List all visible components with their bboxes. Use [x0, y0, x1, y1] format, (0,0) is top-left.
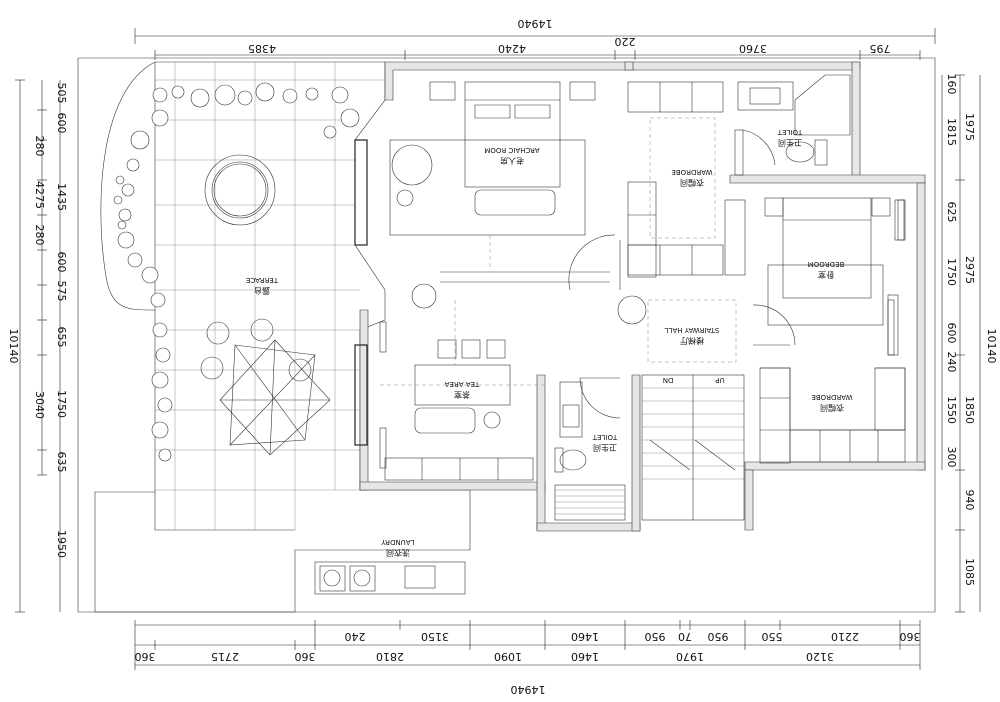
bottom2-dim-4: 950	[645, 630, 666, 643]
wardrobe-top	[627, 81, 746, 278]
archaic-room-label-cn: 老人房	[500, 156, 524, 166]
right-inner-dim-4: 1750	[945, 258, 958, 286]
wardrobe-right	[759, 367, 906, 464]
stairway-hall-label-cn: 楼梯厅	[680, 336, 704, 346]
terrace-label-en: TERRACE	[246, 276, 279, 284]
bottom-dim-8: 3120	[806, 650, 834, 663]
bottom2-dim-2: 3150	[421, 630, 449, 643]
right-inner-dim-5: 600	[945, 323, 958, 344]
right-mid-dim-5: 1085	[963, 558, 976, 586]
bedroom-label-en: BEDROOM	[808, 260, 845, 268]
left-mid-dim-1: 280	[33, 136, 46, 157]
right-dimensions: 10140 1975 2975 1850 940 1085 160 1815 6…	[941, 74, 998, 613]
right-total-dim: 10140	[985, 329, 998, 364]
bottom2-dim-6: 950	[708, 630, 729, 643]
round-table	[204, 154, 276, 226]
left-mid-dim-3: 280	[33, 225, 46, 246]
top-dim-1: 4385	[248, 42, 276, 55]
left-inner-dim-7: 1750	[55, 390, 68, 418]
laundry-label-cn: 洗衣间	[386, 548, 410, 558]
right-inner-dim-1: 160	[945, 74, 958, 95]
bottom-dim-3: 360	[295, 650, 316, 663]
left-mid-dim-4: 3040	[33, 391, 46, 419]
toilet-top-label-cn: 卫生间	[778, 138, 802, 148]
bottom-dimensions: 360 2715 360 2810 1090 1460 1970 3120 36…	[135, 620, 921, 696]
bottom-dim-9: 360	[900, 630, 921, 643]
toilet-mid	[554, 377, 626, 521]
left-inner-dim-5: 575	[55, 281, 68, 302]
top-dim-3: 220	[615, 35, 636, 48]
archaic-room-label-en: ARCHAIC ROOM	[484, 146, 539, 154]
top-dim-2: 4240	[498, 42, 526, 55]
bottom-dim-4: 2810	[376, 650, 404, 663]
bottom-dim-5: 1090	[494, 650, 522, 663]
laundry-label-en: LAUNDRY	[381, 538, 415, 546]
right-inner-dim-8: 300	[945, 447, 958, 468]
top-total-dim: 14940	[518, 17, 553, 30]
outer-slab	[77, 57, 936, 613]
wardrobe-top-label-en: WARDROBE	[671, 168, 712, 176]
terrace-plants	[113, 82, 360, 462]
tea-area-label-en: TEA AREA	[445, 380, 481, 388]
right-mid-dim-3: 1850	[963, 396, 976, 424]
bottom2-dim-3: 1460	[571, 630, 599, 643]
stairway-hall	[568, 234, 745, 521]
right-mid-dim-4: 940	[963, 490, 976, 511]
bedroom-label-cn: 卧室	[818, 270, 834, 280]
radiators	[379, 199, 905, 469]
right-inner-dim-3: 625	[945, 202, 958, 223]
left-inner-dim-9: 1950	[55, 530, 68, 558]
wardrobe-top-label-cn: 衣帽间	[680, 178, 704, 188]
left-inner-dim-1: 505	[55, 83, 68, 104]
left-mid-dim-2: 4275	[33, 181, 46, 209]
terrace-label-cn: 露台	[254, 286, 270, 296]
terrace-grid	[155, 62, 385, 530]
right-mid-dim-2: 2975	[963, 256, 976, 284]
left-inner-dim-3: 1435	[55, 183, 68, 211]
top-dim-5: 795	[870, 42, 891, 55]
left-total-dim: 10140	[7, 329, 20, 364]
toilet-top	[734, 74, 851, 176]
wardrobe-right-label-en: WARDROBE	[811, 393, 852, 401]
top-dimensions: 14940 4385 4240 220 3760 795	[134, 17, 936, 60]
laundry	[314, 561, 466, 595]
bottom-dim-2: 2715	[211, 650, 239, 663]
stairway-hall-label-en: STAIRWAY HALL	[665, 326, 720, 334]
interior-walls	[359, 61, 926, 532]
bottom2-dim-8: 2210	[831, 630, 859, 643]
right-mid-dim-1: 1975	[963, 113, 976, 141]
stairs-up-label: UP	[715, 376, 724, 384]
left-dimensions: 10140 280 4275 280 3040 505 600 1435 600…	[7, 79, 68, 613]
archaic-room	[354, 81, 610, 283]
right-inner-dim-2: 1815	[945, 118, 958, 146]
bottom-dim-6: 1460	[571, 650, 599, 663]
right-inner-dim-7: 1550	[945, 396, 958, 424]
bottom-total-dim: 14940	[511, 683, 546, 696]
wardrobe-right-label-cn: 衣帽间	[820, 403, 844, 413]
toilet-mid-label-en: TOILET	[592, 433, 618, 441]
tea-area-label-cn: 茶室	[454, 390, 470, 400]
bottom-dim-7: 1970	[676, 650, 704, 663]
stairs-down-label: DN	[663, 376, 674, 384]
bottom2-dim-5: 70	[678, 630, 692, 643]
left-inner-dim-6: 655	[55, 327, 68, 348]
bottom2-dim-7: 550	[762, 630, 783, 643]
toilet-top-label-en: TOILET	[777, 128, 803, 136]
tea-area	[354, 283, 545, 481]
patio-umbrella	[200, 318, 331, 456]
left-inner-dim-4: 600	[55, 252, 68, 273]
bottom-dim-1: 360	[135, 650, 156, 663]
bottom2-dim-1: 240	[345, 630, 366, 643]
top-dim-4: 3760	[739, 42, 767, 55]
right-inner-dim-6: 240	[945, 352, 958, 373]
left-inner-dim-2: 600	[55, 113, 68, 134]
toilet-mid-label-cn: 卫生间	[593, 443, 617, 453]
left-inner-dim-8: 635	[55, 452, 68, 473]
